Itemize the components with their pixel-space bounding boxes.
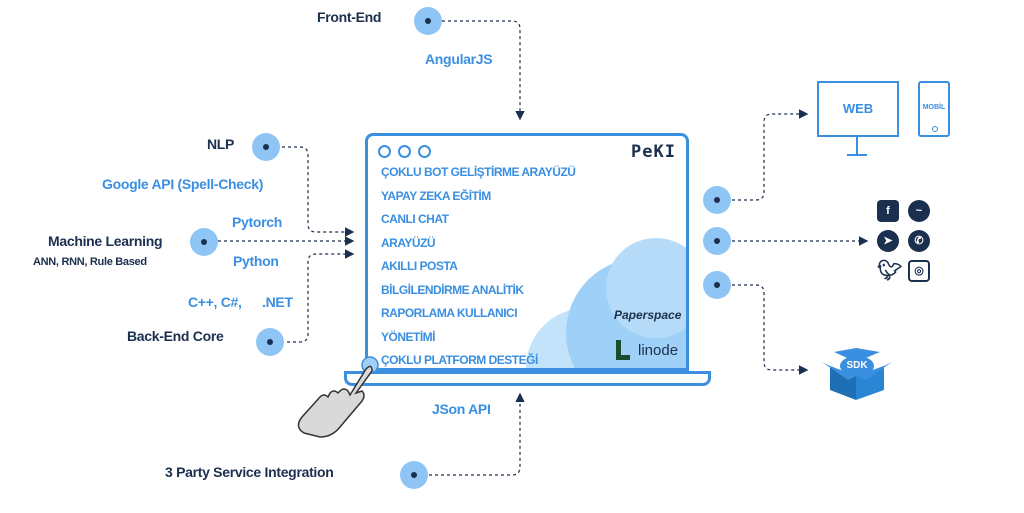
hand-pointer-icon [297, 356, 379, 438]
machine-learning-label: Machine Learning [48, 233, 163, 249]
json-api-label: JSon API [432, 401, 491, 417]
front-end-label: Front-End [317, 9, 382, 25]
ml-types-label: ANN, RNN, Rule Based [33, 256, 147, 268]
back-end-core-label: Back-End Core [127, 328, 224, 344]
front-end-node [414, 7, 442, 35]
telegram-icon: ➤ [877, 230, 899, 252]
feature-item: CANLI CHAT [381, 212, 449, 226]
laptop-screen: PeKI ÇOKLU BOT GELİŞTİRME ARAYÜZÜ YAPAY … [365, 133, 689, 371]
cpp-csharp-label: C++, C#, [188, 294, 242, 310]
sdk-box-icon [822, 348, 892, 400]
window-control [398, 145, 411, 158]
messenger-icon: ~ [908, 200, 930, 222]
feature-list: ÇOKLU BOT GELİŞTİRME ARAYÜZÜ YAPAY ZEKA … [381, 161, 576, 368]
google-api-label: Google API (Spell-Check) [102, 176, 264, 192]
peki-logo: PeKI [631, 142, 676, 162]
linode-icon [616, 340, 630, 360]
paperspace-logo: Paperspace [614, 308, 682, 322]
feature-item: ÇOKLU PLATFORM DESTEĞİ [381, 353, 538, 367]
sdk-label: SDK [840, 356, 874, 376]
third-party-node [400, 461, 428, 489]
monitor-base [847, 154, 867, 156]
instagram-icon: ◎ [908, 260, 930, 282]
angularjs-label: AngularJS [425, 51, 493, 67]
feature-item: YAPAY ZEKA EĞİTİM [381, 188, 491, 203]
third-party-label: 3 Party Service Integration [165, 464, 334, 480]
social-node [703, 227, 731, 255]
mobile-device: MOBİL [918, 81, 950, 137]
web-monitor: WEB [817, 81, 899, 137]
window-control [378, 145, 391, 158]
twitter-icon: 🐦︎ [877, 260, 903, 282]
feature-item: ÇOKLU BOT GELİŞTİRME ARAYÜZÜ [381, 165, 576, 179]
cloud-shape [606, 238, 686, 338]
back-end-core-node [256, 328, 284, 356]
linode-logo: linode [638, 342, 679, 359]
feature-item: BİLGİLENDİRME ANALİTİK [381, 282, 524, 297]
dotnet-label: .NET [262, 294, 293, 310]
sdk-node [703, 271, 731, 299]
nlp-node [252, 133, 280, 161]
feature-item: YÖNETİMİ [381, 329, 436, 344]
web-mobile-node [703, 186, 731, 214]
monitor-stand [856, 137, 858, 154]
pytorch-label: Pytorch [232, 214, 283, 230]
python-label: Python [233, 253, 279, 269]
nlp-label: NLP [207, 136, 235, 152]
feature-item: AKILLI POSTA [381, 259, 458, 273]
machine-learning-node [190, 228, 218, 256]
laptop-base [344, 371, 711, 386]
feature-item: ARAYÜZÜ [381, 235, 436, 250]
window-control [418, 145, 431, 158]
facebook-icon: f [877, 200, 899, 222]
feature-item: RAPORLAMA KULLANICI [381, 306, 518, 320]
whatsapp-icon: ✆ [908, 230, 930, 252]
